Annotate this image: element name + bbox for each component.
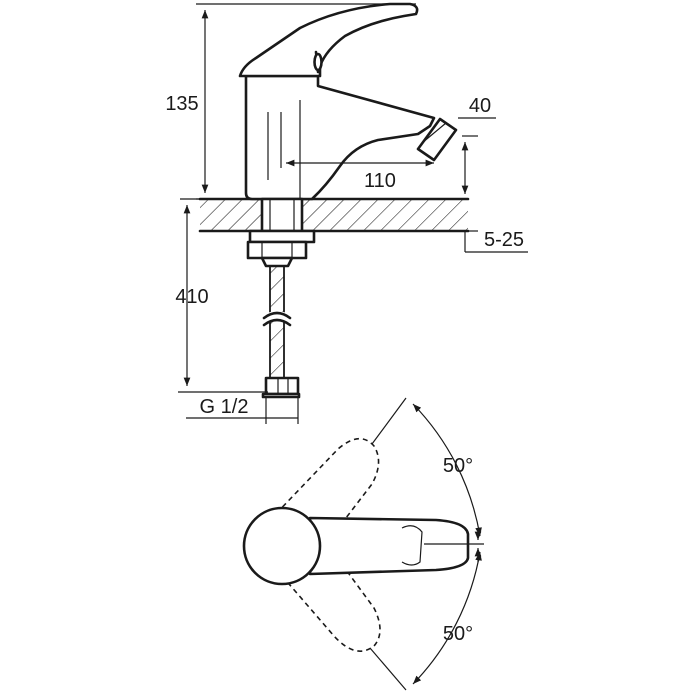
label-angle-down: 50° [443,623,473,645]
arc-down: 50° [369,551,482,691]
handle-rotated-up [269,437,380,545]
label-135: 135 [165,93,198,115]
countertop [198,197,470,233]
aerator [416,117,458,162]
dim-110: 110 [280,112,434,192]
dim-40: 40 [458,95,496,194]
label-110: 110 [364,170,396,192]
label-angle-up: 50° [443,455,473,477]
dim-135: 135 [165,3,416,200]
handle-rotated-down [269,547,381,652]
dim-thread: G 1/2 [186,396,299,424]
side-view: 135 110 40 5-25 410 [165,2,528,424]
arc-up: 50° [371,397,482,537]
label-5-25: 5-25 [484,229,524,251]
label-thread: G 1/2 [200,396,249,418]
label-410: 410 [175,286,208,308]
dim-5-25: 5-25 [462,229,528,253]
faucet-body [244,74,436,201]
label-40: 40 [469,95,491,117]
top-view: 50° 50° [242,397,484,691]
handle-center [242,506,470,586]
dim-410: 410 [175,198,268,393]
faucet-handle [238,2,419,78]
mounting-nut [246,197,316,268]
flex-hose [261,265,301,399]
